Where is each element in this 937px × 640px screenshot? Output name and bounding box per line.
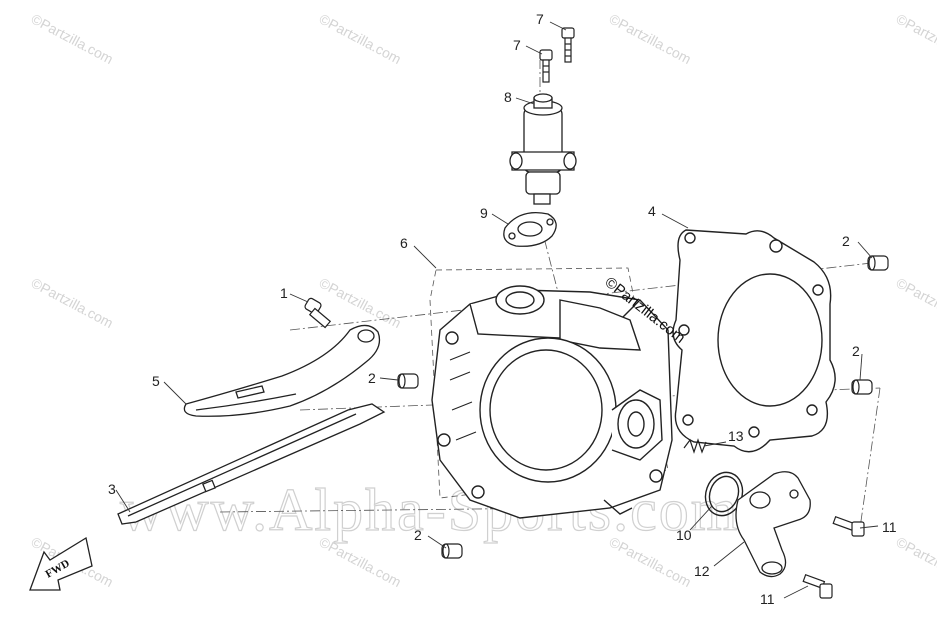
- pivot-bolt: [304, 297, 332, 329]
- callout-1: 1: [280, 285, 288, 301]
- dowel-pin-right: [851, 379, 873, 395]
- bolt-7-upper: [561, 27, 575, 63]
- callouts: 7 7 8 9 4 6 2 1 2 2 5 13 3 10 2 11 12 11: [108, 11, 897, 607]
- callout-2: 2: [414, 527, 422, 543]
- callout-2: 2: [852, 343, 860, 359]
- chain-tensioner-guide: [183, 324, 381, 417]
- callout-11: 11: [760, 591, 775, 607]
- callout-12: 12: [694, 563, 710, 579]
- callout-2: 2: [842, 233, 850, 249]
- callout-9: 9: [480, 205, 488, 221]
- watermark-text: ©Partzilla.com: [894, 534, 937, 591]
- callout-4: 4: [648, 203, 656, 219]
- watermark-text: ©Partzilla.com: [29, 11, 116, 68]
- callout-10: 10: [676, 527, 692, 543]
- leader-lines: [115, 21, 879, 599]
- bolt-11-lower: [802, 573, 833, 599]
- spring: [683, 438, 707, 454]
- water-joint: [735, 471, 811, 578]
- callout-8: 8: [504, 89, 512, 105]
- dowel-pin-top-right: [867, 255, 889, 271]
- callout-11: 11: [882, 519, 897, 535]
- callout-5: 5: [152, 373, 160, 389]
- chain-guide: [117, 403, 386, 525]
- tensioner-gasket: [503, 211, 557, 247]
- callout-13: 13: [728, 428, 744, 444]
- cam-chain-tensioner: [509, 93, 577, 205]
- callout-6: 6: [400, 235, 408, 251]
- dowel-pin-left: [397, 373, 419, 389]
- bolt-11-upper: [832, 515, 865, 537]
- watermark-text: ©Partzilla.com: [317, 11, 404, 68]
- watermark-text: ©Partzilla.com: [894, 275, 937, 332]
- callout-7: 7: [513, 37, 521, 53]
- bolt-7-lower: [539, 49, 553, 83]
- watermark-text: ©Partzilla.com: [894, 11, 937, 68]
- callout-3: 3: [108, 481, 116, 497]
- cylinder-block: [431, 285, 673, 519]
- watermark-text: ©Partzilla.com: [607, 11, 694, 68]
- callout-7: 7: [536, 11, 544, 27]
- fwd-arrow: FWD: [29, 536, 93, 591]
- dowel-pin-bottom: [441, 543, 463, 559]
- callout-2: 2: [368, 370, 376, 386]
- watermark-text: ©Partzilla.com: [29, 275, 116, 332]
- cylinder-gasket: [672, 229, 836, 453]
